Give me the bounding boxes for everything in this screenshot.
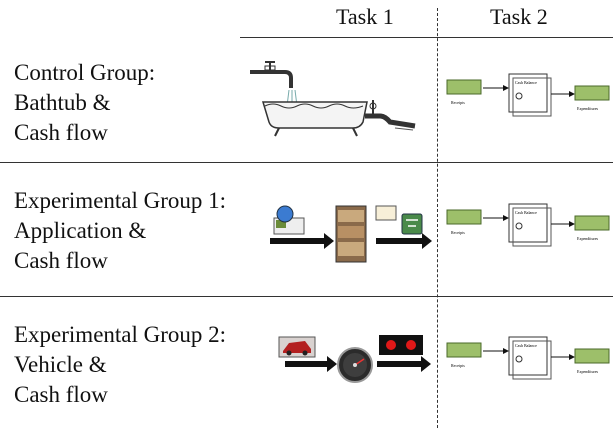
expenditures-label: Expenditures — [577, 106, 599, 111]
experimental-group-1-line-3: Cash flow — [14, 248, 108, 273]
application-flow-icon — [270, 205, 432, 263]
cash-balance-stock-icon — [508, 336, 548, 376]
experimental-group-2-line-3: Cash flow — [14, 382, 108, 407]
cash-balance-label: Cash Balance — [515, 80, 537, 85]
cash-balance-stock-icon — [508, 73, 548, 113]
receipts-banknote-icon — [446, 209, 482, 225]
task1-header: Task 1 — [336, 4, 394, 29]
expenditures-banknote-icon — [574, 85, 610, 101]
experimental-group-2-line-2: Vehicle & — [14, 352, 107, 377]
task2-header: Task 2 — [490, 4, 548, 29]
experimental-group-2-label: Experimental Group 2: Vehicle & Cash flo… — [14, 320, 226, 410]
expenditures-label: Expenditures — [577, 236, 599, 241]
cash-balance-label: Cash Balance — [515, 343, 537, 348]
cash-flow-diagram-2: Receipts Cash Balance Expenditures — [446, 203, 610, 247]
receipts-banknote-icon — [446, 342, 482, 358]
task-column-divider — [437, 8, 438, 428]
experimental-group-1-line-1: Experimental Group 1: — [14, 188, 227, 213]
expenditures-banknote-icon — [574, 348, 610, 364]
experimental-group-1-label: Experimental Group 1: Application & Cash… — [14, 186, 226, 276]
experimental-group-2-line-1: Experimental Group 2: — [14, 322, 227, 347]
cash-balance-label: Cash Balance — [515, 210, 537, 215]
receipts-banknote-icon — [446, 79, 482, 95]
receipts-label: Receipts — [451, 230, 465, 235]
receipts-label: Receipts — [451, 363, 465, 368]
row-divider-2 — [0, 296, 613, 297]
header-divider — [240, 37, 613, 38]
bathtub-icon — [250, 61, 416, 137]
control-group-line-1: Control Group: — [14, 60, 156, 85]
control-group-label: Control Group: Bathtub & Cash flow — [14, 58, 155, 148]
row-divider-1 — [0, 162, 613, 163]
expenditures-label: Expenditures — [577, 369, 599, 374]
cash-balance-stock-icon — [508, 203, 548, 243]
control-group-line-3: Cash flow — [14, 120, 108, 145]
cash-flow-diagram-3: Receipts Cash Balance Expenditures — [446, 336, 610, 380]
vehicle-speedometer-icon — [278, 335, 431, 383]
cash-flow-diagram-1: Receipts Cash Balance Expenditures — [446, 73, 610, 117]
receipts-label: Receipts — [451, 100, 465, 105]
expenditures-banknote-icon — [574, 215, 610, 231]
experimental-group-1-line-2: Application & — [14, 218, 147, 243]
control-group-line-2: Bathtub & — [14, 90, 111, 115]
